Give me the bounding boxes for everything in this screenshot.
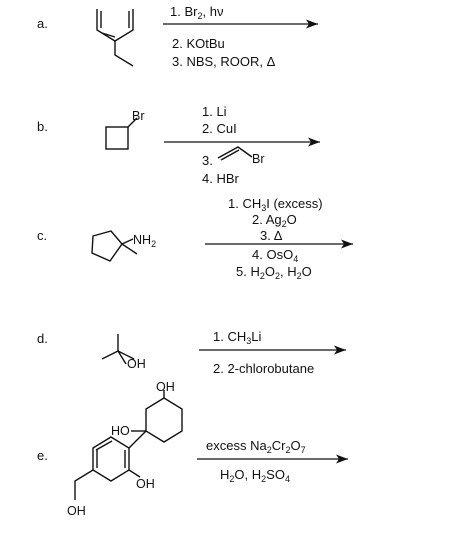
problem-b-step-1: 1. Li bbox=[202, 104, 227, 119]
problem-b-label: b. bbox=[37, 119, 48, 134]
problem-e-reagents-above: excess Na2Cr2O7 bbox=[206, 438, 306, 455]
problem-e-step-2: H2O, H2SO4 bbox=[220, 467, 290, 484]
problem-b-reagents-below: 3. Br 4. HBr bbox=[202, 146, 265, 186]
problem-d-step-1: 1. CH3Li bbox=[213, 329, 261, 346]
problem-c-arrowhead bbox=[341, 239, 353, 249]
problem-b-step-4: 4. HBr bbox=[202, 171, 240, 186]
problem-a-reagents-below: 2. KOtBu 3. NBS, ROOR, Δ bbox=[172, 36, 276, 69]
problem-c-step-5: 5. H2O2, H2O bbox=[236, 264, 312, 281]
problem-c-step-4: 4. OsO4 bbox=[252, 247, 298, 264]
problem-c-label: c. bbox=[37, 228, 47, 243]
problem-a-step-3: 3. NBS, ROOR, Δ bbox=[172, 54, 276, 69]
problem-b-reagents-above: 1. Li 2. CuI bbox=[202, 104, 237, 136]
problem-d-step-2: 2. 2-chlorobutane bbox=[213, 361, 314, 376]
problem-c-step-3: 3. Δ bbox=[260, 228, 283, 243]
problem-a-step-1: 1. Br2, hν bbox=[170, 4, 223, 21]
phenol-hydroxyl-label: OH bbox=[136, 477, 155, 491]
problem-d-arrowhead bbox=[334, 345, 346, 355]
vinyl-bromide-structure: Br bbox=[217, 146, 265, 166]
problem-c-step-1: 1. CH3I (excess) bbox=[228, 196, 323, 213]
vinyl-bromine-label: Br bbox=[252, 152, 265, 166]
problem-b-step-3: 3. bbox=[202, 153, 213, 168]
benzylic-hydroxyl-label: OH bbox=[67, 504, 86, 518]
problem-c-reagents-above: 1. CH3I (excess) 2. Ag2O 3. Δ bbox=[228, 196, 323, 243]
problem-a-reagents-above: 1. Br2, hν bbox=[170, 4, 223, 21]
problem-a-step-2: 2. KOtBu bbox=[172, 36, 225, 51]
hydroxyl-label: OH bbox=[127, 357, 146, 371]
problem-d-reagents-below: 2. 2-chlorobutane bbox=[213, 361, 314, 376]
problem-a-arrowhead bbox=[306, 19, 318, 29]
problem-d-reagents-above: 1. CH3Li bbox=[213, 329, 261, 346]
bromocyclobutane-structure: Br bbox=[105, 109, 145, 150]
problem-e-arrowhead bbox=[336, 454, 348, 464]
problem-c-reagents-below: 4. OsO4 5. H2O2, H2O bbox=[236, 247, 312, 281]
problem-b-step-2: 2. CuI bbox=[202, 121, 237, 136]
cyclohexane-hydroxyl-label: OH bbox=[156, 380, 175, 394]
problem-e-step-1: excess Na2Cr2O7 bbox=[206, 438, 306, 455]
problem-c-step-2: 2. Ag2O bbox=[252, 212, 297, 229]
methylcyclopentylamine-structure: NH2 bbox=[91, 230, 156, 262]
tert-butanol-structure: OH bbox=[101, 334, 146, 371]
problem-b-arrowhead bbox=[308, 137, 320, 147]
problem-d-label: d. bbox=[37, 331, 48, 346]
bromine-atom-label: Br bbox=[132, 109, 145, 123]
tertiary-hydroxyl-label: HO bbox=[111, 424, 130, 438]
amino-group-label: NH2 bbox=[133, 233, 156, 249]
problem-e-reagents-below: H2O, H2SO4 bbox=[220, 467, 290, 484]
ethylbenzene-structure bbox=[96, 9, 134, 67]
problem-a-label: a. bbox=[37, 16, 48, 31]
problem-e-label: e. bbox=[37, 448, 48, 463]
diol-phenol-substrate-structure: OH HO OH OH bbox=[67, 380, 183, 518]
